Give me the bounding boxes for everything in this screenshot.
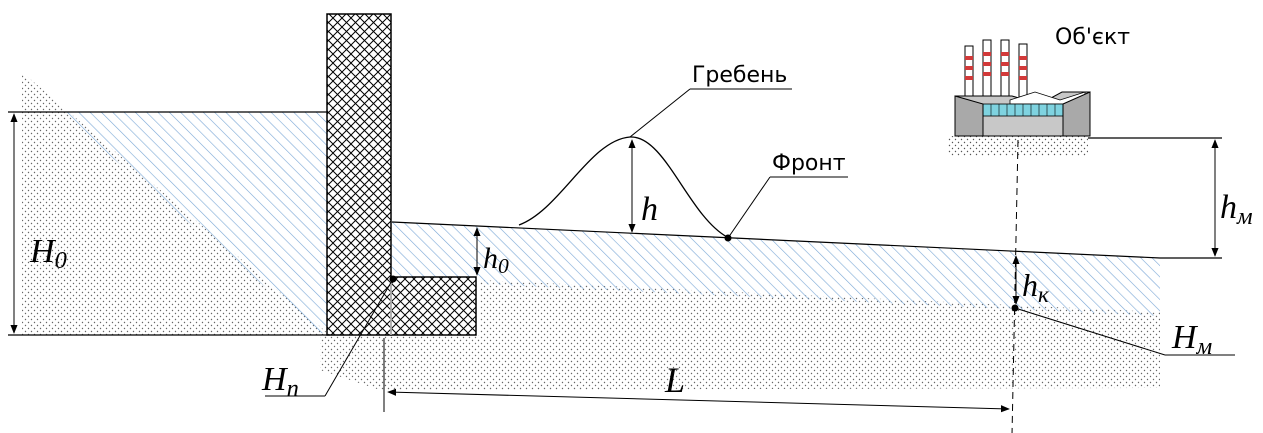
hk-label: hк [1022,267,1049,307]
reservoir-water [58,112,328,333]
downstream-water [392,222,1160,316]
L-dimension [387,388,1010,413]
object-label: Об'єкт [1055,25,1130,50]
L-label: L [664,360,685,400]
Hn-label: Hn [261,361,299,402]
crest-label: Гребень [692,63,787,88]
H0-label: H0 [29,233,67,274]
h0-label: h0 [483,242,509,278]
front-label: Фронт [772,151,846,176]
hm-label: hм [1220,189,1253,230]
dam-apron [390,276,477,336]
front-leader [727,176,771,239]
Hm-label: Hм [1171,319,1212,360]
crest-leader [629,88,691,138]
factory-icon [954,39,1091,137]
h-label: h [641,191,658,228]
downstream-ground [320,280,1160,390]
water-surface-line [391,221,1161,259]
dam-wall [326,13,392,336]
Hm-leader [1014,307,1166,356]
Hn-leader [324,278,394,397]
wave-profile [518,136,728,238]
